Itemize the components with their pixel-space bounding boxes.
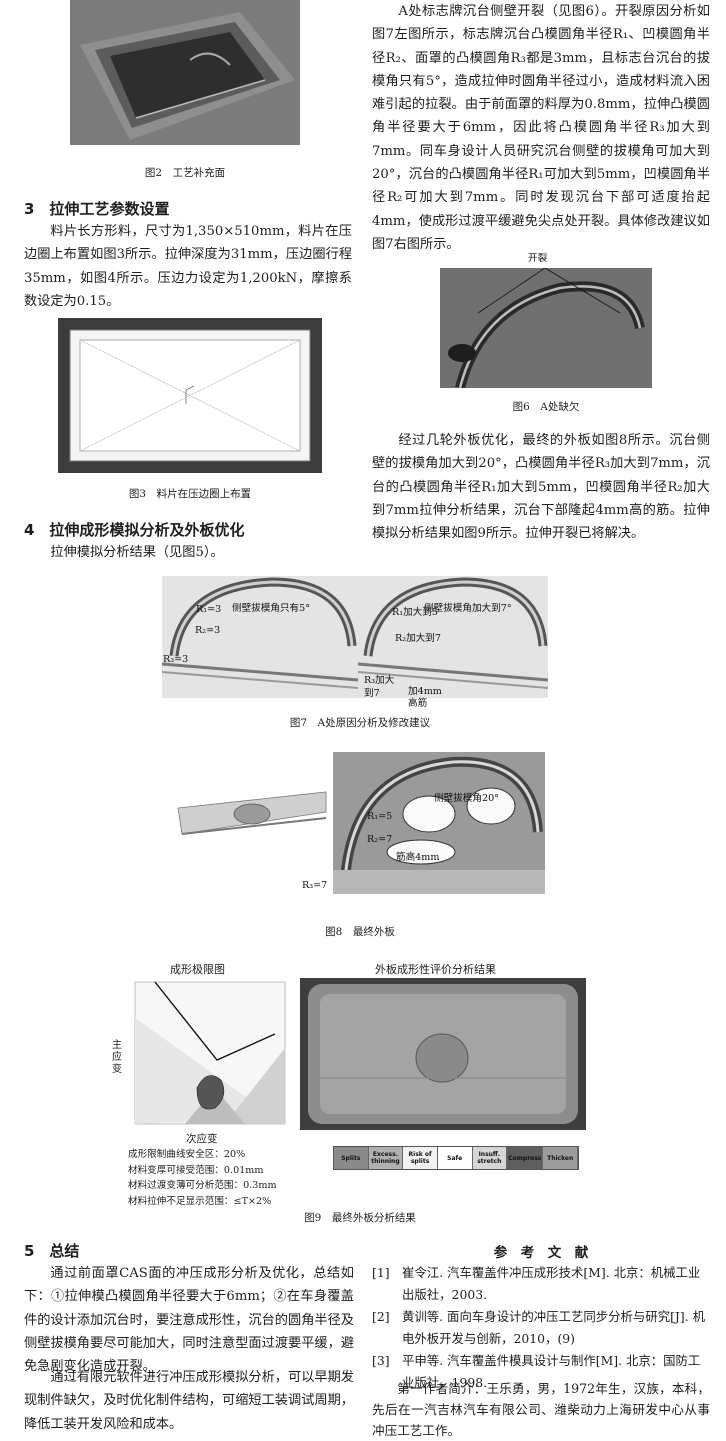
figure-6-image (440, 268, 652, 388)
section-4-text: 拉伸模拟分析结果（见图5）。 (50, 545, 224, 560)
reference-text: 黄训等. 面向车身设计的冲压工艺同步分析与研究[J]. 机电外板开发与创新，20… (402, 1309, 705, 1346)
fig7-left-r1: R₁=3 (196, 604, 222, 615)
fig7-right-r3a: R₃加大 (364, 675, 395, 686)
author-bio: 第一作者简介：王乐勇，男，1972年生，汉族，本科，先后在一汽吉林汽车有限公司、… (372, 1381, 710, 1438)
fig8-overview-drawing (177, 791, 327, 835)
figure-7-left-image (162, 576, 358, 698)
fig7-right-r2: R₂加大到7 (395, 633, 441, 644)
references-heading: 参 考 文 献 (493, 1245, 589, 1261)
right-paragraph-2: 经过几轮外板优化，最终的外板如图8所示。沉台侧壁的拔模角加大到20°，凸模圆角半… (372, 433, 710, 542)
blank-layout-drawing (69, 329, 311, 462)
fig9-left-title: 成形极限图 (170, 963, 225, 976)
reference-item: [2] 黄训等. 面向车身设计的冲压工艺同步分析与研究[J]. 机电外板开发与创… (372, 1306, 710, 1350)
figure-8-detail-image (333, 752, 545, 894)
legend-item: Thicken (543, 1147, 578, 1169)
fig7-right-r1: R₁加大到5 (392, 607, 438, 618)
fig8-r2: R₂=7 (367, 834, 393, 845)
fig9-note-4: 材料拉伸不足显示范围：≤T×2% (128, 1195, 272, 1207)
section-5-heading: 5 总结 (24, 1242, 80, 1260)
legend-item: Insuff. stretch (472, 1147, 508, 1169)
crack-defect-drawing (440, 268, 652, 388)
figure-8-overview-image (176, 778, 330, 846)
legend-item: Splits (334, 1147, 369, 1169)
die-addendum-drawing (70, 0, 300, 145)
fig9-note-3: 材料过渡变薄可分析范围：0.3mm (128, 1180, 277, 1191)
figure-2-caption: 图2 工艺补充面 (144, 167, 226, 179)
section-3-text: 料片长方形料，尺寸为1,350×510mm，料片在压边圈上布置如图3所示。拉伸深… (24, 224, 352, 309)
figure-7-right-image (358, 576, 548, 698)
fig7-left-drawing (162, 576, 358, 698)
fig8-rib: 筋高4mm (396, 852, 440, 863)
section-4-heading: 4 拉伸成形模拟分析及外板优化 (24, 521, 245, 539)
right-paragraph-1: A处标志牌沉台侧壁开裂（见图6）。开裂原因分析如图7左图所示，标志牌沉台凸模圆角… (372, 4, 710, 252)
reference-item: [1] 崔令江. 汽车覆盖件冲压成形技术[M]. 北京：机械工业出版社，2003… (372, 1262, 710, 1306)
fig9-note-1: 成形限制曲线安全区：20% (128, 1149, 246, 1160)
fig9-flc-plot (125, 978, 287, 1128)
legend-item: Risk of splits (403, 1147, 438, 1169)
figure-6-crack-label: 开裂 (528, 253, 548, 264)
figure-3-caption: 图3 料片在压边圈上布置 (128, 488, 252, 500)
forming-limit-diagram (134, 981, 286, 1125)
section-5-paragraph-2: 通过有限元软件进行冲压成形模拟分析，可以早期发现制件缺欠，及时优化制件结构，可缩… (24, 1370, 354, 1432)
section-3-heading: 3 拉伸工艺参数设置 (24, 200, 170, 218)
fig7-right-angle: 侧壁拔模角加大到7° (424, 603, 512, 614)
reference-text: 崔令江. 汽车覆盖件冲压成形技术[M]. 北京：机械工业出版社，2003. (402, 1265, 701, 1302)
fig9-note-2: 材料变厚可接受范围：0.01mm (128, 1164, 264, 1176)
fig7-left-r2: R₂=3 (195, 625, 221, 636)
reference-item: [3] 平申等. 汽车覆盖件模具设计与制作[M]. 北京：国防工业版社，1998… (372, 1350, 710, 1394)
fig7-right-rib1: 加4mm (408, 686, 442, 697)
fig7-left-angle: 侧壁拔模角只有5° (232, 603, 311, 614)
fig8-angle: 侧壁拔模角20° (434, 793, 499, 804)
figure-2-image (70, 0, 300, 145)
reference-number: [3] (372, 1353, 390, 1368)
figure-8-caption: 图8 最终外板 (325, 926, 395, 938)
legend-item: Excess. thinning (368, 1147, 404, 1169)
legend-item: Compress (507, 1147, 544, 1169)
fig8-detail-drawing (333, 752, 545, 894)
formability-result-drawing (300, 978, 586, 1130)
fig7-right-drawing (358, 576, 548, 698)
fig9-right-title: 外板成形性评价分析结果 (375, 963, 496, 976)
fig9-ylabel: 主应变 (112, 1040, 122, 1075)
fig8-r3: R₃=7 (302, 880, 328, 891)
reference-number: [1] (372, 1265, 390, 1280)
figure-9-caption: 图9 最终外板分析结果 (304, 1212, 416, 1224)
figure-6-caption: 图6 A处缺欠 (512, 401, 580, 413)
fig9-panel-result-image (300, 978, 586, 1130)
fig7-left-r3: R₃=3 (163, 654, 189, 665)
fig9-xlabel: 次应变 (186, 1133, 218, 1145)
fig8-r1: R₁=5 (367, 811, 393, 822)
reference-number: [2] (372, 1309, 390, 1324)
reference-list: [1] 崔令江. 汽车覆盖件冲压成形技术[M]. 北京：机械工业出版社，2003… (372, 1262, 710, 1394)
figure-3-image (58, 318, 322, 473)
fig7-right-r3b: 到7 (364, 688, 380, 699)
reference-text: 平申等. 汽车覆盖件模具设计与制作[M]. 北京：国防工业版社，1998. (402, 1353, 701, 1390)
fig9-notes: 成形限制曲线安全区：20% 材料变厚可接受范围：0.01mm 材料过渡变薄可分析… (128, 1147, 277, 1209)
section-5-paragraph-1: 通过前面罩CAS面的冲压成形分析及优化，总结如下：①拉伸模凸模圆角半径要大于6m… (24, 1266, 354, 1375)
figure-7-caption: 图7 A处原因分析及修改建议 (289, 717, 431, 729)
fig7-right-rib2: 高筋 (408, 698, 428, 709)
legend-item: Safe (437, 1147, 473, 1169)
